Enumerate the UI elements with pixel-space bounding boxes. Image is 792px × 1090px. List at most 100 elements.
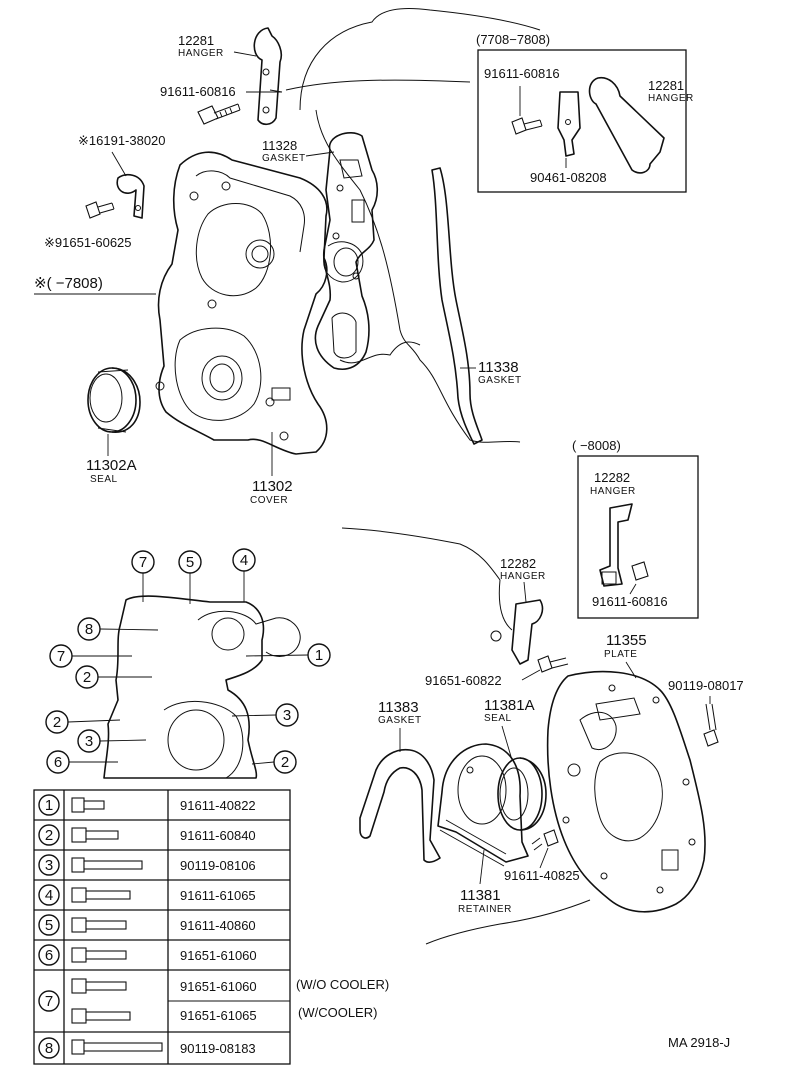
table-row-8-number: 8 xyxy=(38,1037,60,1059)
table-bolt-icon-3 xyxy=(71,857,143,873)
table-row-4-part: 91611-61065 xyxy=(180,888,256,903)
bolt-key-marker-4: 4 xyxy=(232,548,256,572)
engine-block-ghost-lower xyxy=(341,527,591,945)
svg-text:2: 2 xyxy=(83,669,91,686)
table-note-wo-cooler: (W/O COOLER) xyxy=(296,977,389,992)
engine-outline-ghost-2 xyxy=(339,341,421,364)
svg-text:7: 7 xyxy=(45,993,53,1010)
cover-11302-name: COVER xyxy=(250,495,288,506)
table-row-7-number: 7 xyxy=(38,990,60,1012)
gasket-11383-name: GASKET xyxy=(378,715,422,726)
bolt-91611-40825-number: 91611-40825 xyxy=(504,868,580,883)
svg-text:4: 4 xyxy=(45,887,53,904)
bolt-key-marker-5: 5 xyxy=(178,550,202,574)
svg-text:8: 8 xyxy=(45,1040,53,1057)
bolt-key-marker-3b: 3 xyxy=(275,703,299,727)
table-bolt-icon-2 xyxy=(71,827,119,843)
inset-7708-hanger-number: 12281 xyxy=(648,78,684,93)
svg-text:2: 2 xyxy=(45,827,53,844)
inset-7708-bolt-number: 91611-60816 xyxy=(484,66,560,81)
svg-text:5: 5 xyxy=(45,917,53,934)
drawing-code: MA 2918-J xyxy=(668,1035,730,1050)
inset-7708-bolt xyxy=(511,117,543,135)
bolt-91611-60816-number: 91611-60816 xyxy=(160,84,236,99)
table-bolt-icon-5 xyxy=(71,917,127,933)
bolt-91611-60816-part xyxy=(197,103,241,125)
bolt-90119-08017-part xyxy=(703,703,719,747)
applicability-range-note: ※( −7808) xyxy=(34,275,103,292)
hanger-12282-name: HANGER xyxy=(500,571,546,582)
gasket-11338-part xyxy=(431,167,483,445)
hanger-12281-name: HANGER xyxy=(178,48,224,59)
svg-text:8: 8 xyxy=(85,621,93,638)
seal-11302a-name: SEAL xyxy=(90,474,118,485)
inset-8008-hanger-name: HANGER xyxy=(590,486,636,497)
table-row-4-number: 4 xyxy=(38,884,60,906)
table-bolt-icon-6 xyxy=(71,947,127,963)
seal-11381a-number: 11381A xyxy=(484,697,535,714)
clamp-16191-38020-part xyxy=(116,173,145,219)
table-row-1-number: 1 xyxy=(38,794,60,816)
bolt-key-marker-1: 1 xyxy=(307,643,331,667)
bolt-table xyxy=(33,789,291,1065)
retainer-11381-part xyxy=(437,743,529,867)
gasket-11328-number: 11328 xyxy=(262,138,297,153)
svg-text:1: 1 xyxy=(45,797,53,814)
table-row-5-number: 5 xyxy=(38,914,60,936)
table-row-7a-part: 91651-61060 xyxy=(180,979,257,994)
svg-text:4: 4 xyxy=(240,552,248,569)
gasket-11328-name: GASKET xyxy=(262,153,306,164)
bolt-key-marker-6: 6 xyxy=(46,750,70,774)
inset-8008-hanger xyxy=(599,503,649,587)
table-row-3-part: 90119-08106 xyxy=(180,858,256,873)
table-row-5-part: 91611-40860 xyxy=(180,918,256,933)
svg-text:3: 3 xyxy=(45,857,53,874)
bolt-key-marker-2b: 2 xyxy=(45,710,69,734)
engine-outline-ghost xyxy=(285,8,541,443)
bolt-91651-60822-number: 91651-60822 xyxy=(425,673,502,688)
gasket-11338-name: GASKET xyxy=(478,375,522,386)
inset-7708-range: (7708−7808) xyxy=(476,32,550,47)
bolt-key-marker-8: 8 xyxy=(77,617,101,641)
plate-11355-name: PLATE xyxy=(604,649,637,660)
timing-cover-11302-part xyxy=(155,151,364,455)
gasket-11383-number: 11383 xyxy=(378,699,419,716)
seal-11302a-part xyxy=(87,367,141,433)
bolt-91651-60822-part xyxy=(537,655,569,673)
svg-text:5: 5 xyxy=(186,554,194,571)
hanger-12282-number: 12282 xyxy=(500,556,536,571)
inset-7708-hanger-name: HANGER xyxy=(648,93,694,104)
table-row-7b-part: 91651-61065 xyxy=(180,1008,257,1023)
bolt-key-marker-2c: 2 xyxy=(273,750,297,774)
svg-text:7: 7 xyxy=(139,554,147,571)
svg-text:3: 3 xyxy=(283,707,291,724)
gasket-11383-part xyxy=(359,748,441,863)
inset-8008-range: ( −8008) xyxy=(572,438,621,453)
svg-text:3: 3 xyxy=(85,733,93,750)
table-note-w-cooler: (W/COOLER) xyxy=(298,1005,377,1020)
svg-text:6: 6 xyxy=(54,754,62,771)
svg-text:2: 2 xyxy=(281,754,289,771)
inset-7708-frame xyxy=(477,49,687,193)
gasket-11328-part xyxy=(314,132,379,370)
table-bolt-icon-4 xyxy=(71,887,131,903)
table-bolt-icon-1 xyxy=(71,797,105,813)
svg-text:1: 1 xyxy=(315,647,323,664)
inset-8008-hanger-number: 12282 xyxy=(594,470,630,485)
plate-11355-part xyxy=(546,670,706,913)
cover-11302-number: 11302 xyxy=(252,478,293,495)
svg-text:2: 2 xyxy=(53,714,61,731)
hanger-12281-part xyxy=(253,27,283,126)
table-bolt-icon-7a xyxy=(71,978,127,994)
bolt-key-marker-2a: 2 xyxy=(75,665,99,689)
bolt-key-marker-7b: 7 xyxy=(49,644,73,668)
inset-8008-frame xyxy=(577,455,699,619)
bolt-91651-60625-part xyxy=(85,201,115,219)
table-row-2-number: 2 xyxy=(38,824,60,846)
hanger-12282-part xyxy=(490,599,544,665)
bolt-91611-40825-part xyxy=(531,829,559,851)
table-bolt-icon-8 xyxy=(71,1039,163,1055)
bolt-key-marker-7a: 7 xyxy=(131,550,155,574)
table-row-1-part: 91611-40822 xyxy=(180,798,256,813)
